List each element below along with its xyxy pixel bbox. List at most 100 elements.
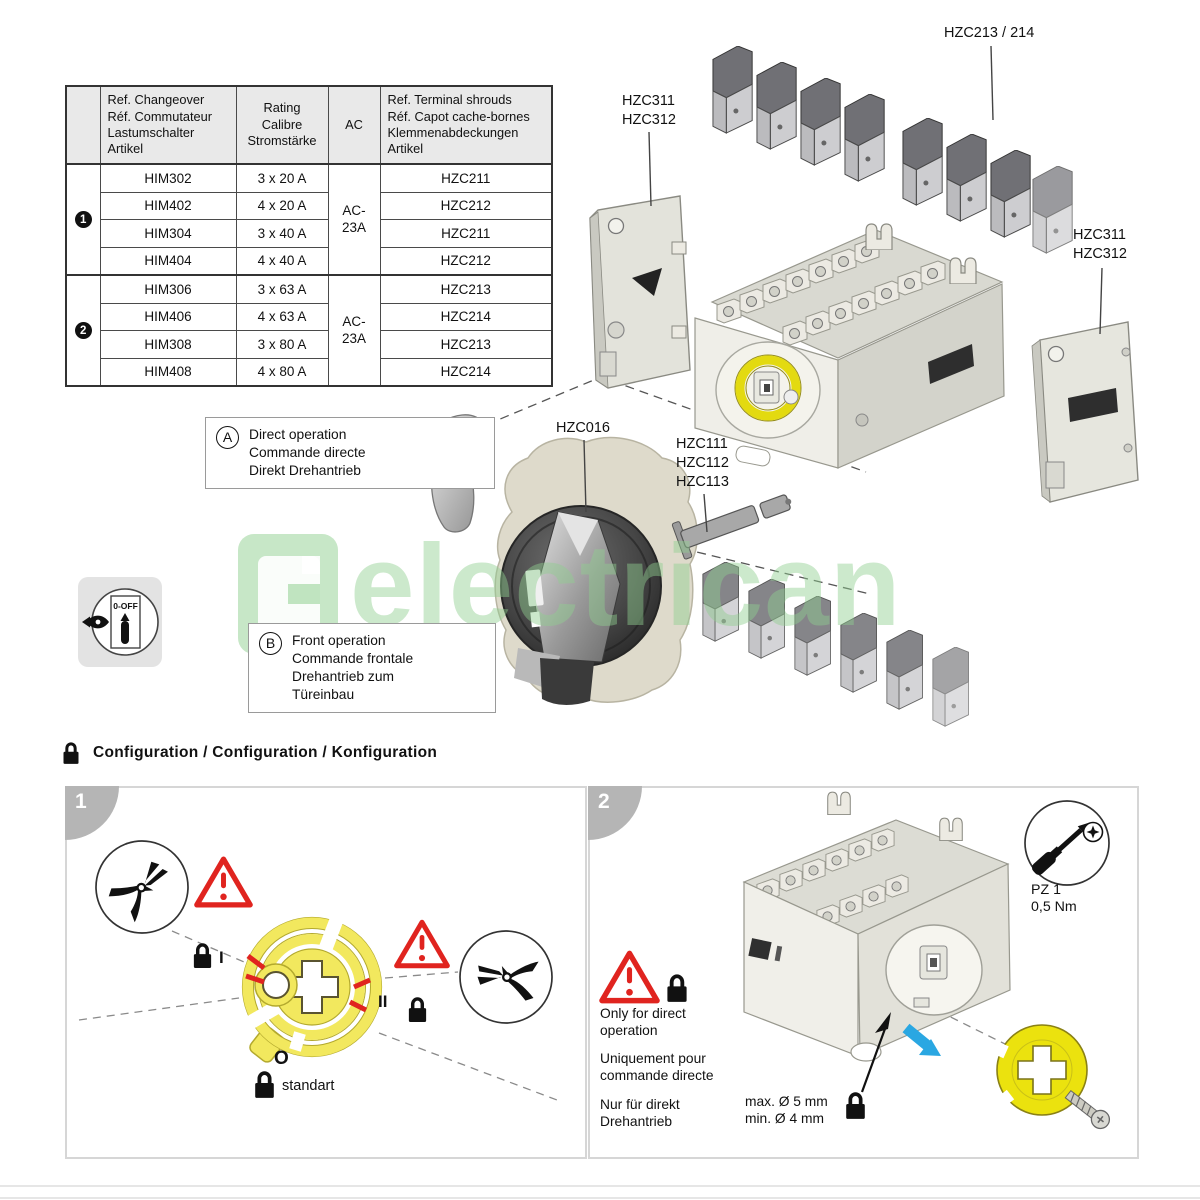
- padlock-icon: [407, 997, 428, 1024]
- pozidriv-icon: [1086, 825, 1100, 839]
- padlock-icon: [253, 1071, 276, 1100]
- fixing-screw-icon: [1064, 1089, 1111, 1130]
- hole-diameter-note: max. Ø 5 mm min. Ø 4 mm: [745, 1094, 828, 1126]
- cell-ref: HIM402: [99, 191, 237, 220]
- header-ref: Ref. Changeover Réf. Commutateur Lastums…: [99, 85, 237, 165]
- cell-shroud: HZC214: [379, 357, 553, 387]
- warning-triangle-icon: [397, 922, 448, 966]
- configuration-heading-text: Configuration / Configuration / Konfigur…: [93, 744, 438, 761]
- callout-letter-a: A: [216, 426, 239, 449]
- header-rating: Rating Calibre Stromstärke: [235, 85, 329, 165]
- yellow-shaft-ring: [735, 355, 801, 421]
- cell-ref: HIM406: [99, 302, 237, 331]
- cell-rating: 3 x 20 A: [235, 163, 329, 193]
- cell-rating: 3 x 63 A: [235, 274, 329, 304]
- label-top-shrouds: HZC213 / 214: [944, 25, 1035, 41]
- yellow-cam-ring: [241, 913, 383, 1063]
- position-label-i: I: [219, 948, 224, 967]
- leader-top-shrouds: [990, 45, 994, 121]
- shaft-extension: [671, 494, 792, 560]
- label-knob: HZC016: [556, 420, 610, 436]
- reference-table: Ref. Changeover Réf. Commutateur Lastums…: [65, 85, 553, 387]
- cell-ref: HIM308: [99, 330, 237, 359]
- cell-ac: AC- 23A: [327, 274, 381, 387]
- configuration-heading: Configuration / Configuration / Konfigur…: [61, 740, 437, 766]
- footer-divider: [0, 1197, 1200, 1199]
- position-label-ii: II: [378, 992, 388, 1011]
- cell-ref: HIM404: [99, 246, 237, 276]
- footer-divider: [0, 1185, 1200, 1187]
- callout-a-text: Direct operation Commande directe Direkt…: [249, 427, 366, 478]
- cell-ac: AC- 23A: [327, 163, 381, 276]
- padlock-icon: [665, 974, 689, 1004]
- leader-knob: [583, 439, 587, 513]
- cut-marks: [245, 954, 372, 1013]
- leader-aux-left: [648, 131, 652, 207]
- cell-shroud: HZC211: [379, 163, 553, 193]
- off-label: 0-OFF: [113, 601, 138, 611]
- panel-1-drawing: [78, 840, 558, 1101]
- terminal-shrouds-bottom: [702, 562, 970, 727]
- warning-triangle-icon: [602, 953, 657, 1000]
- callout-b-text: Front operation Commande frontale Drehan…: [292, 633, 414, 702]
- table-row: 2 HIM306 3 x 63 A AC- 23A HZC213: [65, 274, 553, 387]
- label-shaft: HZC111 HZC112 HZC113: [676, 436, 729, 490]
- cell-shroud: HZC212: [379, 246, 553, 276]
- panel-1-number: 1: [75, 790, 87, 813]
- note-fr: Uniquement pour commande directe: [600, 1051, 714, 1083]
- cell-rating: 3 x 40 A: [235, 219, 329, 248]
- cell-rating: 4 x 20 A: [235, 191, 329, 220]
- header-shrouds: Ref. Terminal shrouds Réf. Capot cache-b…: [379, 85, 553, 165]
- cell-rating: 4 x 63 A: [235, 302, 329, 331]
- cell-rating: 3 x 80 A: [235, 330, 329, 359]
- cell-shroud: HZC212: [379, 191, 553, 220]
- table-header-row: Ref. Changeover Réf. Commutateur Lastums…: [65, 85, 553, 165]
- padlock-icon: [61, 740, 81, 766]
- leader-aux-right: [1099, 267, 1103, 335]
- panel-2-drawing: [590, 791, 1111, 1130]
- callout-direct-operation: A Direct operation Commande directe Dire…: [205, 417, 495, 489]
- knob-pointer-icon: [120, 613, 130, 621]
- standard-label: standart: [282, 1078, 335, 1094]
- knob-front: [494, 436, 698, 706]
- cell-shroud: HZC214: [379, 302, 553, 331]
- cell-ref: HIM304: [99, 219, 237, 248]
- padlock-icon: [192, 943, 213, 970]
- cell-ref: HIM306: [99, 274, 237, 304]
- label-aux-right: HZC311 HZC312: [1073, 227, 1127, 262]
- position-label-o: O: [274, 1048, 289, 1069]
- config-panel-2: 2: [588, 786, 1139, 1159]
- leader-shaft: [703, 493, 708, 533]
- cell-rating: 4 x 80 A: [235, 357, 329, 387]
- screwdriver-icon: [1024, 800, 1110, 886]
- cell-shroud: HZC211: [379, 219, 553, 248]
- padlock-icon: [844, 1092, 867, 1121]
- table-row: 1 HIM302 3 x 20 A AC- 23A HZC211: [65, 163, 553, 276]
- note-de: Nur für direkt Drehantrieb: [600, 1097, 680, 1129]
- cell-rating: 4 x 40 A: [235, 246, 329, 276]
- header-ac: AC: [327, 85, 381, 165]
- header-marker: [65, 85, 101, 165]
- group-marker: 2: [65, 274, 101, 387]
- terminal-shrouds-top: [712, 46, 1073, 254]
- pointer-arrow: [860, 1012, 891, 1093]
- switch-body-small: [742, 791, 1011, 1062]
- callout-front-operation: B Front operation Commande frontale Dreh…: [248, 623, 496, 713]
- cell-shroud: HZC213: [379, 274, 553, 304]
- group-marker: 1: [65, 163, 101, 276]
- warning-triangle-icon: [197, 859, 250, 905]
- aux-contact-right: [1031, 321, 1139, 503]
- off-position-pictogram: 0-OFF: [78, 577, 162, 667]
- switch-body-main: [694, 223, 1005, 469]
- cell-ref: HIM302: [99, 163, 237, 193]
- note-en: Only for direct operation: [600, 1006, 686, 1038]
- callout-letter-b: B: [259, 632, 282, 655]
- cell-ref: HIM408: [99, 357, 237, 387]
